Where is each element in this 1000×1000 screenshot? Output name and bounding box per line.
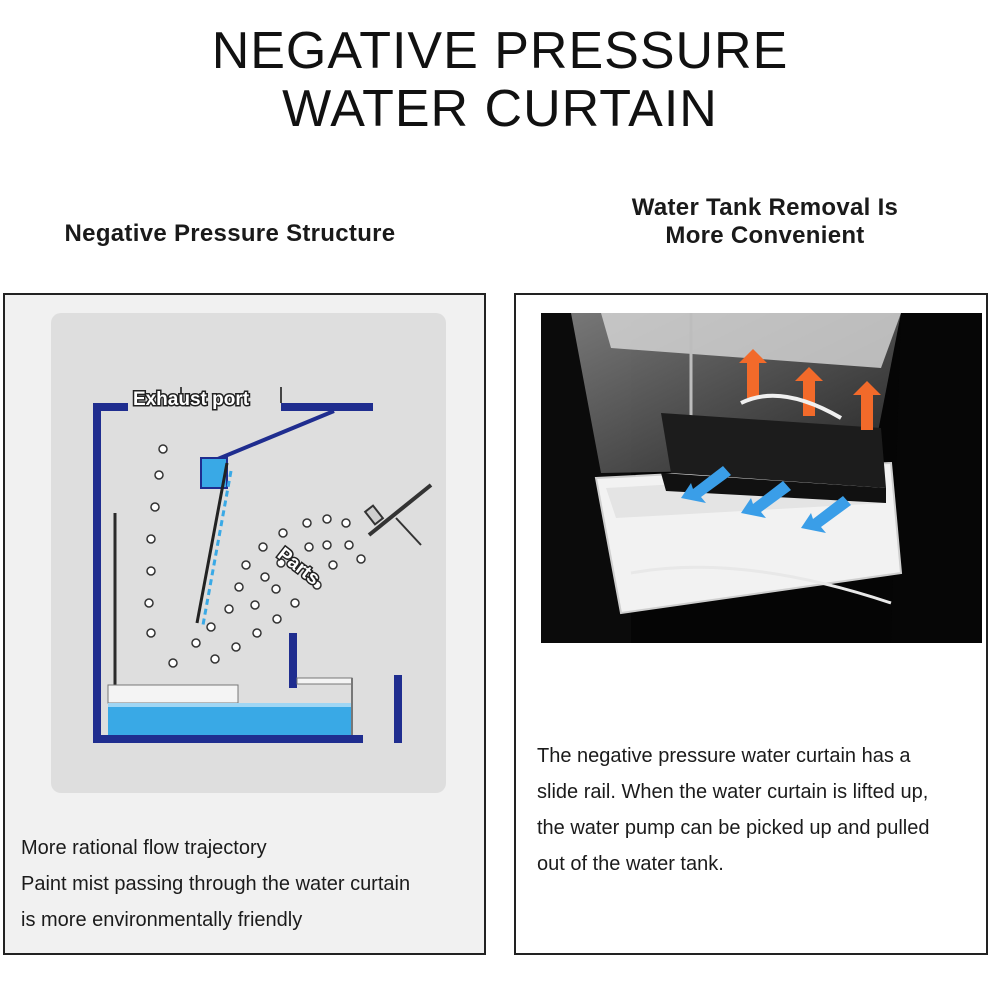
tube [740, 393, 843, 420]
arrow-down-icon [681, 466, 731, 503]
structure-description: More rational flow trajectory Paint mist… [21, 830, 481, 938]
booth-frame [93, 403, 402, 743]
tube [630, 565, 892, 605]
structure-description-line-1: More rational flow trajectory [21, 837, 267, 859]
arrow-up-icon [739, 349, 767, 398]
cabinet-right-side [891, 313, 982, 643]
water-surface [108, 703, 352, 707]
airbrush-icon [363, 483, 433, 546]
arrow-down-icon [741, 481, 791, 518]
exhaust-port-label: Exhaust port [133, 389, 250, 410]
cabinet-top-panel [601, 313, 901, 368]
top-left-wall [93, 403, 128, 411]
tank-rim [296, 677, 353, 685]
tank-lid [107, 684, 239, 704]
tank-removal-description: The negative pressure water curtain has … [537, 738, 982, 882]
baffle-line [212, 409, 335, 463]
tank-removal-description-line-1: The negative pressure water curtain has … [537, 745, 911, 767]
structure-description-line-3: is more environmentally friendly [21, 909, 303, 931]
left-wall [93, 403, 101, 743]
tank-removal-photo [541, 313, 982, 643]
tank-removal-description-line-3: the water pump can be picked up and pull… [537, 817, 930, 839]
curtain-plate [195, 462, 229, 624]
water-tank [108, 703, 352, 735]
floor-wall [93, 735, 363, 743]
tank-removal-illustration [541, 313, 982, 643]
left-heading: Negative Pressure Structure [30, 220, 430, 248]
paint-mist-particles [144, 444, 366, 668]
arrow-up-icon [853, 381, 881, 430]
arrow-down-icon [801, 496, 851, 533]
water-curtain-flow [201, 470, 233, 626]
inner-divider [289, 633, 297, 688]
airflow-up-arrows [739, 349, 881, 430]
tank-removal-description-line-4: out of the water tank. [537, 853, 724, 875]
water-flow-arrows [681, 466, 851, 533]
page-title: NEGATIVE PRESSURE WATER CURTAIN [0, 22, 1000, 138]
tank-removal-panel: The negative pressure water curtain has … [514, 293, 988, 955]
arrow-up-icon [795, 367, 823, 416]
right-heading: Water Tank Removal Is More Convenient [560, 194, 970, 250]
left-heading-text: Negative Pressure Structure [64, 220, 396, 247]
structure-diagram: Exhaust port [51, 313, 446, 793]
page-title-line-2: WATER CURTAIN [282, 80, 718, 138]
structure-diagram-svg: Exhaust port [93, 387, 433, 743]
right-heading-line-1: Water Tank Removal Is [631, 194, 899, 221]
structure-description-line-2: Paint mist passing through the water cur… [21, 873, 411, 895]
right-wall [394, 675, 402, 743]
tank-removal-description-line-2: slide rail. When the water curtain is li… [537, 781, 929, 803]
top-right-wall [281, 403, 373, 411]
structure-panel: Exhaust port [3, 293, 486, 955]
right-heading-line-2: More Convenient [665, 222, 865, 249]
filter-sponge [661, 413, 886, 488]
page-title-line-1: NEGATIVE PRESSURE [211, 22, 789, 80]
